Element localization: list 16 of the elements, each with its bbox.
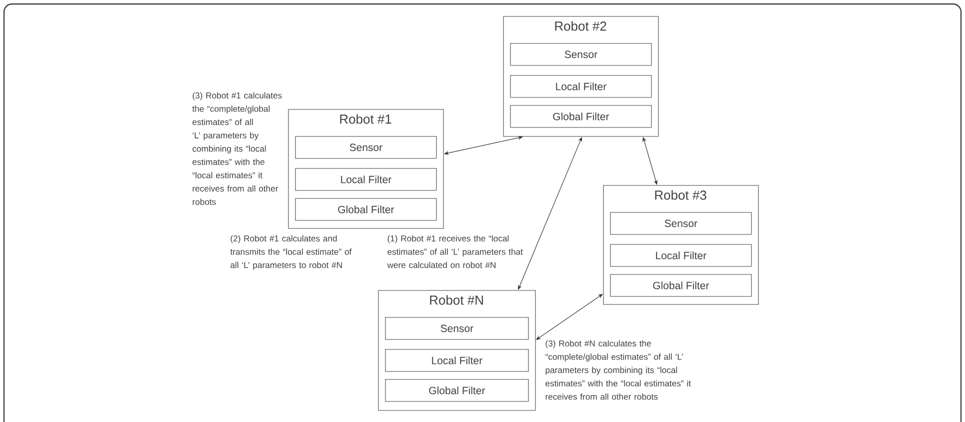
component-box: Global Filter (510, 105, 652, 128)
component-box: Local Filter (385, 349, 529, 372)
component-box: Global Filter (295, 198, 437, 221)
component-box: Local Filter (610, 244, 752, 267)
component-box: Local Filter (510, 75, 652, 98)
component-box: Local Filter (295, 168, 437, 191)
note: (1) Robot #1 receives the “local estimates” of all ‘L’ parameters that were calculated on robot #N (387, 235, 523, 268)
note: (3) Robot #1 calculates the “complete/global estimates” of all ‘L’ parameters by combining its “local estimates” with the “local estimates” it receives from all other robots (192, 92, 282, 205)
note: (2) Robot #1 calculates and transmits the “local estimate” of all ‘L’ parameters to robot #N (230, 235, 352, 270)
component-box: Sensor (510, 43, 652, 66)
component-box: Sensor (385, 317, 529, 340)
note: (3) Robot #N calculates the “complete/global estimates” of all ‘L’ parameters by combining its “local estimates” with the “local estimates” it receives from all other robots (546, 340, 691, 400)
component-box: Global Filter (385, 379, 529, 402)
component-box: Sensor (610, 212, 752, 235)
component-box: Global Filter (610, 274, 752, 297)
component-box: Sensor (295, 136, 437, 159)
